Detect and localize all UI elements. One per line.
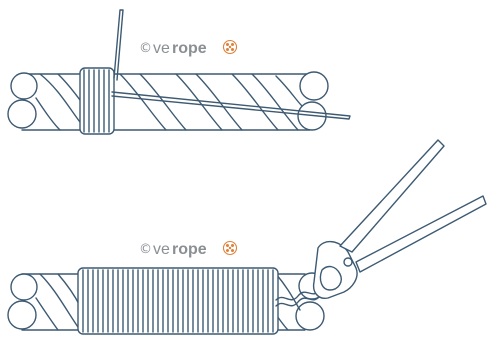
brand-bold-text: rope [172,241,207,258]
copyright-symbol: © [139,242,152,257]
top-panel: © ve rope [8,10,350,134]
brand-light-text: ve [153,40,170,57]
rope-cross-section-icon [224,41,237,54]
brand-light-text: ve [153,241,170,258]
whipping-coils-top [80,68,114,134]
whipping-coils-bottom [78,268,278,334]
pliers-tool [314,140,486,298]
copyright-symbol: © [139,41,152,56]
watermark-top: © ve rope [139,40,237,57]
brand-bold-text: rope [172,40,207,57]
bottom-panel: © ve rope [8,140,486,334]
rope-cross-section-icon [224,242,237,255]
watermark-bottom: © ve rope [139,241,237,258]
